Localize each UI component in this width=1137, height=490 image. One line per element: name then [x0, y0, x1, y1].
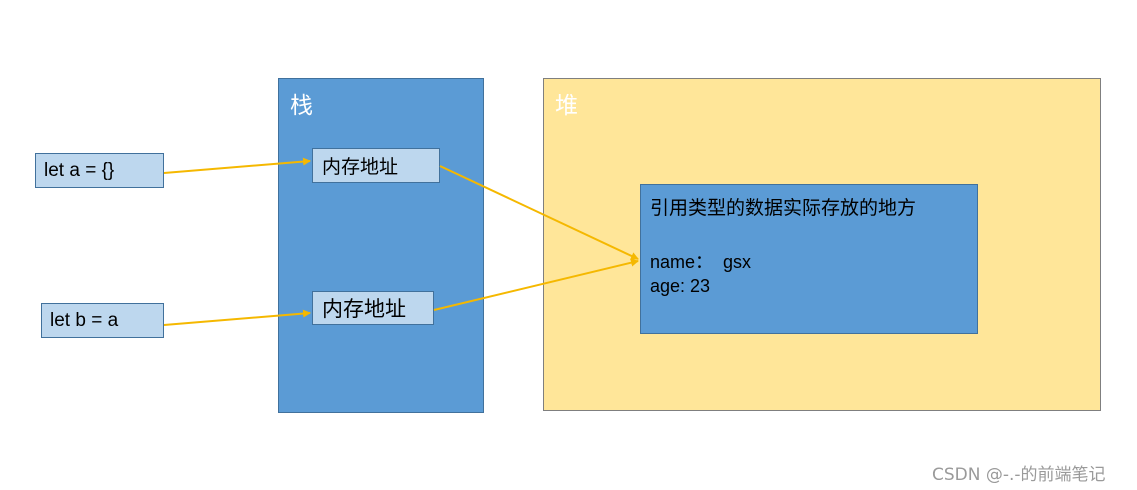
- memory-address-label-2: 内存地址: [322, 297, 406, 321]
- heap-title: 堆: [555, 93, 578, 119]
- memory-address-box-1: 内存地址: [312, 148, 440, 183]
- variable-a-box: let a = {}: [35, 153, 164, 188]
- memory-address-label-1: 内存地址: [322, 156, 399, 178]
- arrow-address-1-to-object: [439, 165, 639, 260]
- arrow-b-to-address-2: [163, 309, 311, 326]
- watermark: CSDN @-.-的前端笔记: [932, 465, 1106, 485]
- stack-title: 栈: [290, 93, 313, 119]
- variable-b-label: let b = a: [50, 309, 119, 331]
- stack-region: [278, 78, 484, 413]
- memory-address-box-2: 内存地址: [312, 291, 434, 325]
- variable-a-label: let a = {}: [44, 159, 115, 181]
- heap-object-name-line: name： gsx: [650, 252, 752, 272]
- arrow-address-2-to-object: [433, 258, 639, 311]
- variable-b-box: let b = a: [41, 303, 164, 338]
- heap-object-box: 引用类型的数据实际存放的地方 name： gsx age: 23: [640, 184, 978, 334]
- heap-object-age-line: age: 23: [650, 276, 711, 296]
- arrow-a-to-address-1: [163, 157, 311, 174]
- heap-object-title: 引用类型的数据实际存放的地方: [650, 197, 917, 219]
